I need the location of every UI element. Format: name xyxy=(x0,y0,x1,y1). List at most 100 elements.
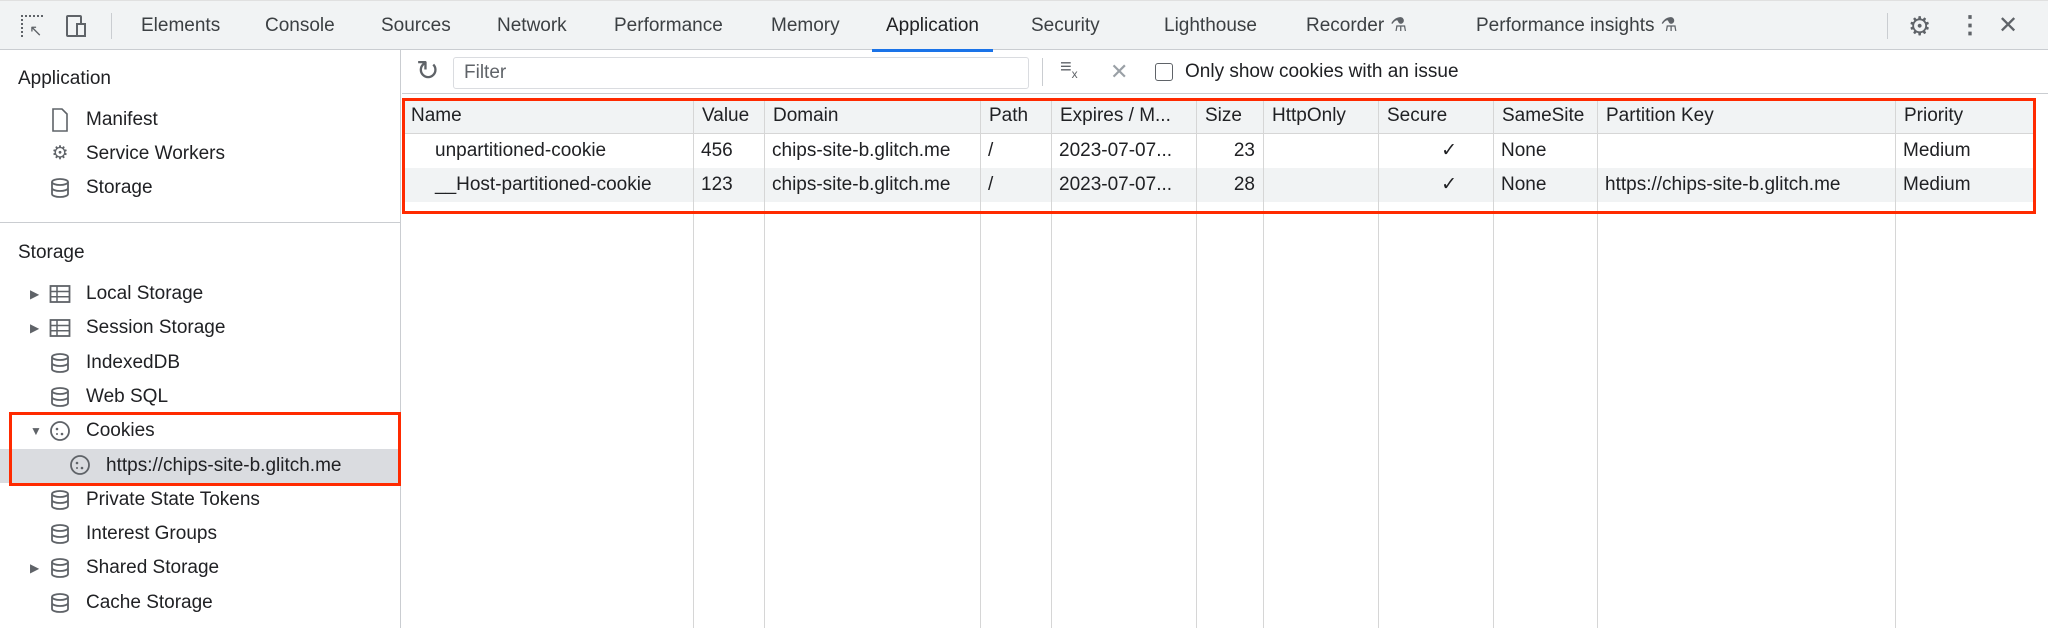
database-icon xyxy=(48,586,72,620)
column-divider xyxy=(693,100,694,628)
sidebar-item-label: Shared Storage xyxy=(86,557,220,579)
sidebar-item-indexeddb[interactable]: IndexedDB xyxy=(0,346,400,380)
triangle-down-icon[interactable]: ▼ xyxy=(30,424,42,439)
settings-gear-icon[interactable]: ⚙ xyxy=(1908,11,1932,41)
column-header-partition-key[interactable]: Partition Key xyxy=(1597,100,1895,134)
tab-console[interactable]: Console xyxy=(265,1,335,51)
sidebar-item-cache-storage[interactable]: Cache Storage xyxy=(0,586,400,620)
sidebar-item-storage[interactable]: Storage xyxy=(0,171,400,205)
cell-domain: chips-site-b.glitch.me xyxy=(772,140,951,161)
cell-priority: Medium xyxy=(1903,174,1971,195)
column-header-priority[interactable]: Priority xyxy=(1895,100,2035,134)
cell-expires-m: 2023-07-07... xyxy=(1059,140,1173,161)
tab-security[interactable]: Security xyxy=(1031,1,1100,51)
cell-name: unpartitioned-cookie xyxy=(435,140,607,161)
sidebar-item-web-sql[interactable]: Web SQL xyxy=(0,380,400,414)
column-divider xyxy=(1263,100,1264,628)
triangle-right-icon[interactable]: ▶ xyxy=(30,321,40,336)
tab-label: Security xyxy=(1031,15,1100,36)
only-issues-checkbox[interactable] xyxy=(1155,63,1173,81)
tab-label: Console xyxy=(265,15,335,36)
tab-label: Network xyxy=(497,15,567,36)
tab-recorder[interactable]: Recorder⚗ xyxy=(1306,1,1407,51)
sidebar-item-label: Manifest xyxy=(86,109,158,130)
tab-label: Performance insights xyxy=(1476,15,1655,36)
tab-performance-insights[interactable]: Performance insights⚗ xyxy=(1476,1,1678,51)
table-icon xyxy=(48,311,72,345)
sidebar-item-label: Service Workers xyxy=(86,143,226,164)
sidebar-item-private-state-tokens[interactable]: Private State Tokens xyxy=(0,483,400,517)
sidebar-item-manifest[interactable]: Manifest xyxy=(0,103,400,137)
device-toolbar-icon[interactable] xyxy=(66,15,86,37)
column-header-domain[interactable]: Domain xyxy=(764,100,980,134)
column-header-secure[interactable]: Secure xyxy=(1378,100,1493,134)
delete-selected-icon[interactable]: ✕ xyxy=(1110,59,1129,84)
section-title-application: Application xyxy=(18,68,111,89)
column-header-size[interactable]: Size xyxy=(1196,100,1263,134)
sidebar-item-label: IndexedDB xyxy=(86,351,181,373)
sidebar-item-label: Cookies xyxy=(86,420,155,442)
table-row[interactable] xyxy=(403,134,2035,168)
column-divider xyxy=(1493,100,1494,628)
sidebar-item-label: Local Storage xyxy=(86,283,204,304)
cell-partition-key xyxy=(1597,134,1895,168)
database-icon xyxy=(48,380,72,414)
tab-label: Lighthouse xyxy=(1164,15,1257,36)
cell-httponly xyxy=(1263,168,1378,202)
sidebar-item-label: Cache Storage xyxy=(86,591,213,613)
column-header-value[interactable]: Value xyxy=(693,100,764,134)
column-header-path[interactable]: Path xyxy=(980,100,1051,134)
tab-memory[interactable]: Memory xyxy=(771,1,840,51)
table-row[interactable] xyxy=(403,168,2035,202)
tab-elements[interactable]: Elements xyxy=(141,1,220,51)
database-icon xyxy=(48,346,72,380)
clear-all-cookies-icon[interactable]: ≡x xyxy=(1060,56,1078,81)
cell-name: __Host-partitioned-cookie xyxy=(435,174,652,195)
filter-input[interactable] xyxy=(453,57,1029,89)
sidebar-item-session-storage[interactable]: ▶Session Storage xyxy=(0,311,400,345)
refresh-icon[interactable]: ↻ xyxy=(416,55,440,86)
database-icon xyxy=(48,551,72,585)
column-header-expires-m[interactable]: Expires / M... xyxy=(1051,100,1196,134)
tab-application[interactable]: Application xyxy=(872,1,993,52)
table-icon xyxy=(48,277,72,311)
column-header-name[interactable]: Name xyxy=(403,100,693,134)
sidebar-item-service-workers[interactable]: ⚙ Service Workers xyxy=(0,137,400,171)
tab-performance[interactable]: Performance xyxy=(614,1,723,51)
cell-partition-key: https://chips-site-b.glitch.me xyxy=(1605,174,1841,195)
column-divider xyxy=(1196,100,1197,628)
triangle-right-icon[interactable]: ▶ xyxy=(30,561,40,576)
close-devtools-icon[interactable]: ✕ xyxy=(1998,12,2019,39)
sidebar-item-label: Interest Groups xyxy=(86,523,217,545)
devtools-tab-bar: ↖ Elements Console Sources Network Performan… xyxy=(0,0,2048,52)
inspect-element-icon[interactable]: ↖ xyxy=(21,15,43,40)
tab-network[interactable]: Network xyxy=(497,1,567,51)
database-icon xyxy=(48,483,72,517)
triangle-right-icon[interactable]: ▶ xyxy=(30,287,40,301)
gears-icon: ⚙ xyxy=(51,143,69,164)
sidebar-item-local-storage[interactable]: ▶ Local Storage xyxy=(0,277,400,311)
sidebar-item-interest-groups[interactable]: Interest Groups xyxy=(0,517,400,551)
more-options-icon[interactable]: ⋮ xyxy=(1958,12,1982,39)
cookie-icon xyxy=(48,414,72,448)
cell-path: / xyxy=(988,174,994,195)
only-issues-label[interactable]: Only show cookies with an issue xyxy=(1185,61,1459,82)
column-divider xyxy=(1895,100,1896,628)
sidebar-item-cookies[interactable]: ▼ Cookies xyxy=(0,414,400,448)
sidebar-item-shared-storage[interactable]: ▶ Shared Storage xyxy=(0,551,400,585)
column-header-samesite[interactable]: SameSite xyxy=(1493,100,1597,134)
tab-label: Sources xyxy=(381,15,451,36)
sidebar-item-https-chips-site-b-glitch-me[interactable]: https://chips-site-b.glitch.me xyxy=(0,448,400,483)
cell-httponly xyxy=(1263,134,1378,168)
column-divider xyxy=(764,100,765,628)
cell-size: 28 xyxy=(1233,174,1255,195)
experimental-flask-icon: ⚗ xyxy=(1660,15,1678,36)
cell-value: 456 xyxy=(701,140,733,161)
tab-lighthouse[interactable]: Lighthouse xyxy=(1164,1,1257,51)
tab-label: Recorder xyxy=(1306,15,1385,36)
tab-sources[interactable]: Sources xyxy=(381,1,451,51)
cookie-icon xyxy=(68,449,92,483)
tab-label: Elements xyxy=(141,15,221,36)
column-header-httponly[interactable]: HttpOnly xyxy=(1263,100,1378,134)
